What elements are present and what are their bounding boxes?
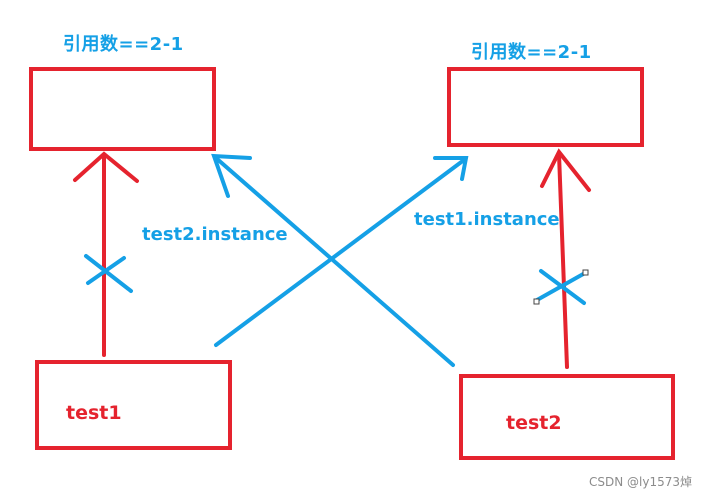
left-refcount-label: 引用数==2-1	[63, 34, 184, 55]
test1-instance-arrow	[214, 156, 469, 347]
watermark: CSDN @ly1573焯	[589, 475, 693, 489]
test1-label: test1	[66, 402, 122, 424]
right-cross-mark	[535, 269, 587, 305]
test1-box	[35, 360, 232, 450]
test2-label: test2	[506, 412, 562, 434]
top-left-box	[29, 67, 216, 151]
right-reference-arrow	[540, 148, 591, 369]
right-refcount-label: 引用数==2-1	[471, 42, 592, 63]
test2-instance-label: test2.instance	[142, 224, 288, 245]
selection-handle	[533, 298, 540, 305]
test2-box	[459, 374, 675, 460]
left-reference-arrow	[73, 151, 139, 357]
left-cross-mark	[84, 254, 133, 293]
test1-instance-label: test1.instance	[414, 209, 560, 230]
test2-instance-arrow	[211, 153, 455, 367]
selection-handle	[582, 269, 589, 276]
top-right-box	[447, 67, 644, 147]
